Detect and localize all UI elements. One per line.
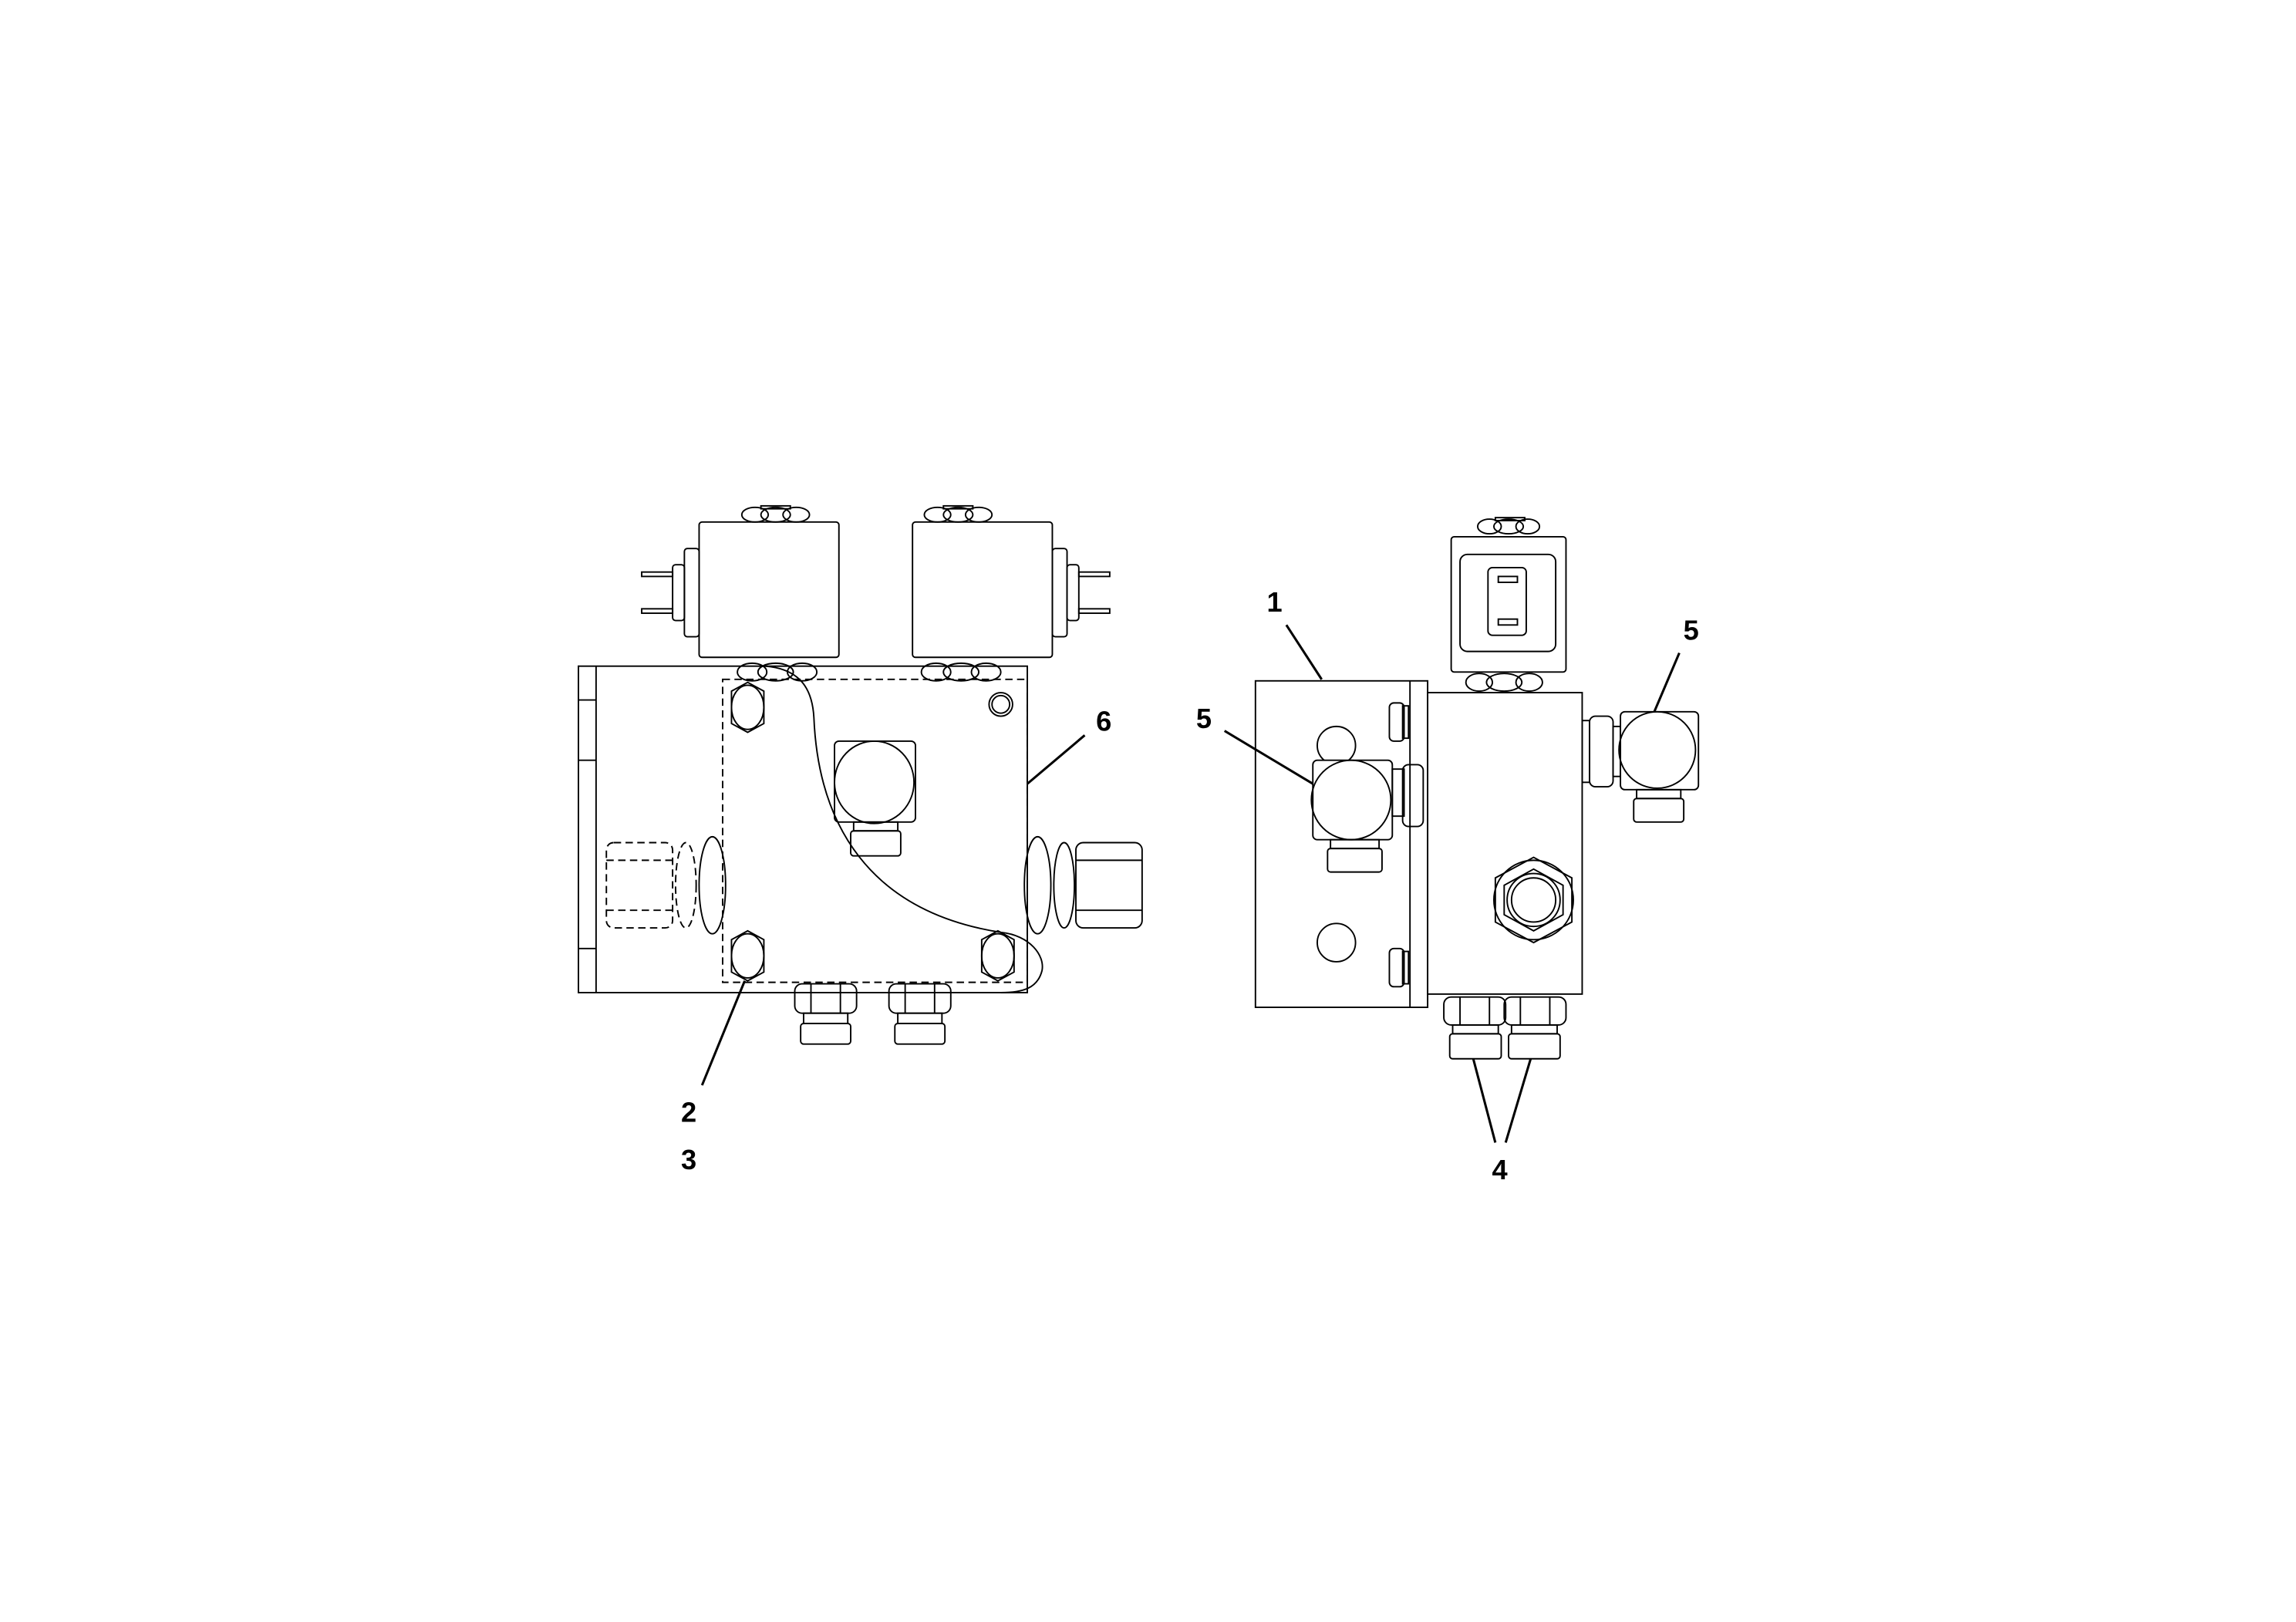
leader-1 [1285, 624, 1323, 680]
callout-1: 1 [1267, 586, 1283, 618]
solenoid-coil-right [912, 504, 1111, 682]
manifold-body [578, 665, 1028, 993]
callout-5-right: 5 [1684, 614, 1699, 646]
fitting-right [1023, 835, 1143, 935]
leader-4a [1472, 1058, 1497, 1143]
bottom-fitting-left [794, 983, 858, 1045]
front-view: 6 2 3 [578, 504, 1143, 1175]
callout-4: 4 [1492, 1154, 1508, 1185]
elbow-fitting-plate [1310, 759, 1424, 873]
hidden-fitting-left [605, 835, 727, 935]
elbow-fitting-center [834, 740, 916, 857]
small-hole [988, 692, 1013, 717]
leader-5-right [1653, 652, 1681, 713]
callout-6: 6 [1096, 706, 1111, 737]
hidden-plate-outline [722, 678, 1028, 983]
mounting-bolt-top-left [730, 681, 765, 733]
elbow-fitting-right [1581, 710, 1700, 823]
bottom-fitting-right [888, 983, 952, 1045]
leader-4b [1504, 1058, 1532, 1143]
mounting-plate [1254, 679, 1429, 1008]
leader-6 [1027, 734, 1086, 785]
leader-5-left [1223, 730, 1314, 785]
leader-2 [700, 980, 747, 1086]
solenoid-coil-left [641, 504, 840, 682]
mounting-bolt-bottom-right [980, 929, 1015, 982]
callout-5-left: 5 [1196, 703, 1212, 734]
mounting-bolt-bottom-left [730, 929, 765, 982]
side-manifold-block [1427, 692, 1583, 995]
bottom-fitting-pair [1443, 996, 1567, 1060]
hex-port-plug [1493, 856, 1574, 944]
callout-2: 2 [681, 1097, 696, 1128]
cover-plate-outline [765, 665, 1043, 993]
side-view: 1 5 5 4 [1196, 517, 1700, 1185]
callout-3: 3 [681, 1144, 696, 1175]
solenoid-coil-top [1450, 517, 1567, 693]
